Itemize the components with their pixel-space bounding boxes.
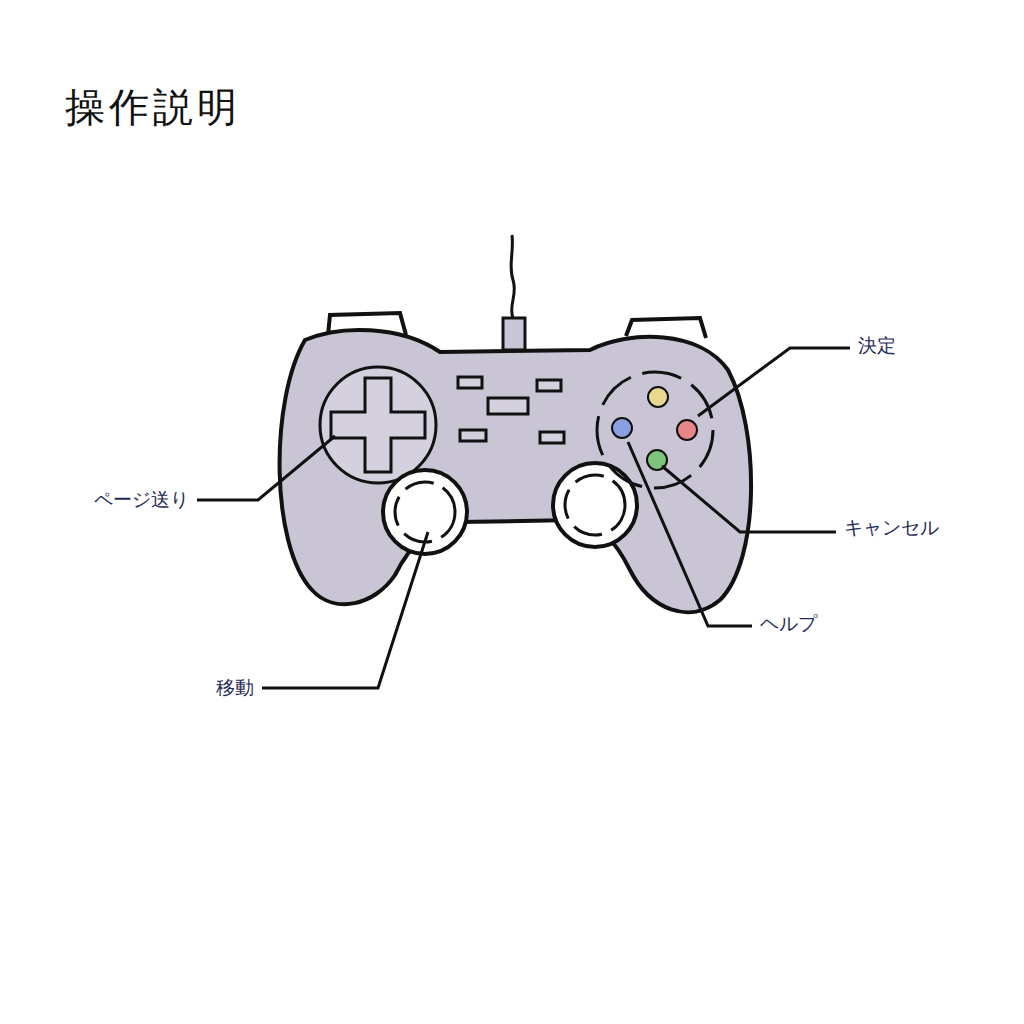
leader-line xyxy=(662,466,836,532)
leader-line xyxy=(197,436,335,500)
part-label: 移動 xyxy=(216,675,254,701)
part-label: ヘルプ xyxy=(760,611,817,637)
part-label: 決定 xyxy=(858,333,896,359)
leader-line xyxy=(628,442,752,626)
leader-line xyxy=(698,348,850,416)
leader-line xyxy=(262,532,428,688)
part-label: キャンセル xyxy=(844,515,939,541)
page-title: 操作説明 xyxy=(65,80,241,135)
part-label: ページ送り xyxy=(94,487,189,513)
